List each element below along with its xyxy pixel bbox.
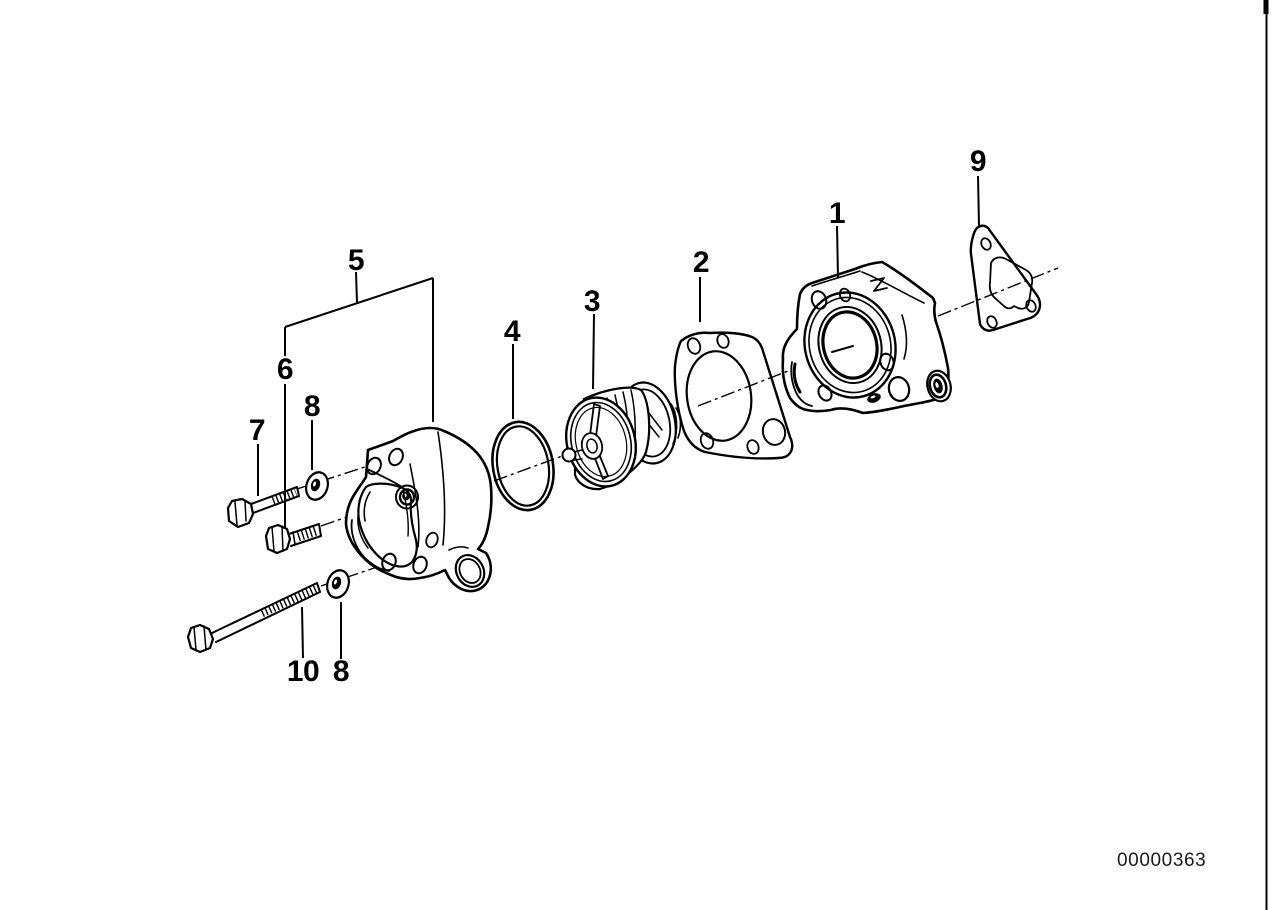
callout-7[interactable]: 7 xyxy=(248,414,266,447)
part-9-gasket xyxy=(969,224,1042,332)
part-5-housing-cover xyxy=(344,426,493,593)
part-2-gasket xyxy=(673,331,794,460)
part-7-bolt xyxy=(226,486,300,529)
main-centerline-mid xyxy=(697,370,789,407)
callout-5[interactable]: 5 xyxy=(347,244,365,277)
callout-10[interactable]: 10 xyxy=(286,655,320,688)
page-edge-rule xyxy=(1263,0,1269,910)
drawing-number: 00000363 xyxy=(1117,850,1207,871)
callout-6[interactable]: 6 xyxy=(276,353,294,386)
callout-1[interactable]: 1 xyxy=(828,197,846,230)
callout-9[interactable]: 9 xyxy=(969,145,987,178)
main-centerline-right xyxy=(937,267,1059,317)
callout-2[interactable]: 2 xyxy=(692,246,710,279)
callout-leader-lines xyxy=(257,175,980,659)
callout-8-lower[interactable]: 8 xyxy=(332,655,350,688)
part-4-o-ring xyxy=(491,420,555,512)
washer-8-upper xyxy=(305,471,329,501)
part-1-connection-flange xyxy=(781,260,952,415)
callout-4[interactable]: 4 xyxy=(503,315,521,348)
washer-8-lower xyxy=(326,569,350,599)
part-10-bolt xyxy=(186,582,321,654)
callout-8-upper[interactable]: 8 xyxy=(303,390,321,423)
callout-3[interactable]: 3 xyxy=(583,285,601,318)
part-6-bolt xyxy=(264,523,322,555)
part-3-thermostat xyxy=(561,381,682,491)
